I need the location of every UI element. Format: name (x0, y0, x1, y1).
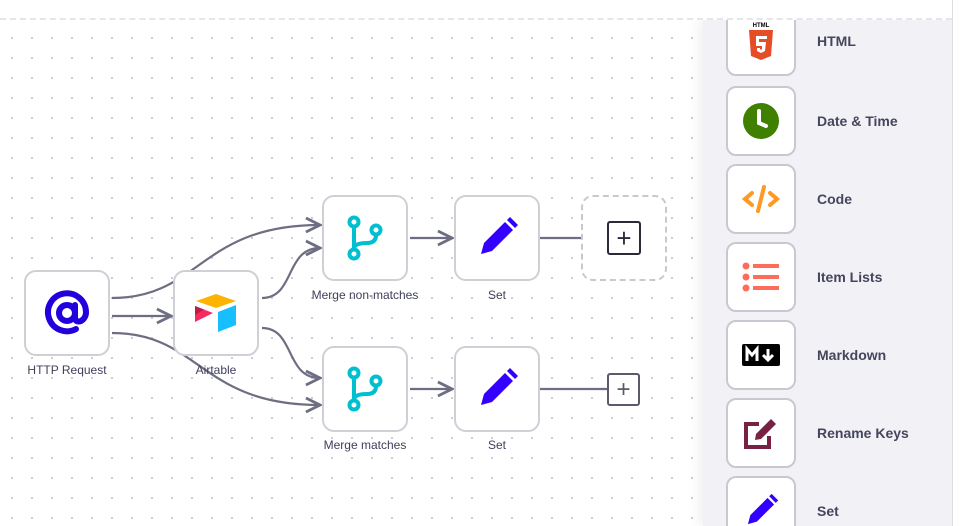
node-set-2[interactable] (454, 346, 540, 432)
node-set[interactable] (454, 195, 540, 281)
node-http-request[interactable] (24, 270, 110, 356)
merge-icon (347, 366, 383, 412)
html5-icon: HTML (749, 23, 773, 60)
panel-item-icon-box: HTML (726, 20, 796, 76)
node-label: Merge matches (323, 438, 407, 452)
pencil-icon (747, 493, 779, 525)
panel-item-label: Rename Keys (817, 425, 909, 441)
panel-item-date-time[interactable]: Date & Time (703, 86, 952, 156)
list-icon (742, 262, 779, 292)
edge-airtable-to-merge-matches (261, 326, 320, 378)
rename-icon (744, 419, 776, 449)
panel-item-icon-box (726, 164, 796, 234)
pencil-icon (481, 368, 518, 405)
panel-item-code[interactable]: Code (703, 164, 952, 234)
add-node-placeholder[interactable]: + (581, 195, 667, 281)
code-icon (742, 185, 780, 213)
panel-item-rename-keys[interactable]: Rename Keys (703, 398, 952, 468)
svg-text:HTML: HTML (753, 23, 770, 29)
edge-airtable-to-merge-non-matches (261, 248, 320, 300)
panel-item-label: Date & Time (817, 113, 898, 129)
airtable-icon (195, 294, 236, 332)
node-merge-matches[interactable] (322, 346, 408, 432)
edge-http-to-merge-non-matches (111, 225, 320, 300)
panel-item-label: Item Lists (817, 269, 883, 285)
node-label: Set (487, 438, 506, 452)
panel-item-label: Set (817, 503, 839, 519)
top-bar (0, 0, 952, 20)
node-label: Airtable (195, 363, 237, 377)
node-label: Set (487, 288, 506, 302)
panel-item-item-lists[interactable]: Item Lists (703, 242, 952, 312)
panel-item-icon-box (726, 86, 796, 156)
panel-item-markdown[interactable]: Markdown (703, 320, 952, 390)
panel-item-icon-box (726, 398, 796, 468)
node-label: HTTP Request (27, 363, 107, 377)
add-node-button[interactable]: + (607, 373, 640, 406)
panel-item-label: Markdown (817, 347, 887, 363)
merge-icon (347, 215, 383, 261)
panel-item-label: HTML (817, 33, 856, 49)
clock-icon (743, 103, 779, 139)
panel-item-label: Code (817, 191, 852, 207)
plus-icon: + (607, 221, 641, 255)
node-merge-non-matches[interactable] (322, 195, 408, 281)
node-airtable[interactable] (173, 270, 259, 356)
panel-item-icon-box (726, 242, 796, 312)
panel-item-icon-box (726, 320, 796, 390)
panel-item-icon-box (726, 476, 796, 526)
at-sign-icon (45, 290, 90, 335)
markdown-icon (742, 344, 780, 366)
edge-http-to-merge-matches (111, 331, 320, 405)
pencil-icon (481, 217, 518, 254)
panel-item-html[interactable]: HTML HTML (703, 20, 952, 76)
panel-item-set[interactable]: Set (703, 476, 952, 526)
node-panel: HTML HTML Date & Time Code Item Lists Ma… (703, 20, 952, 526)
scrollbar-track[interactable] (952, 0, 960, 526)
node-label: Merge non-matches (311, 288, 419, 302)
